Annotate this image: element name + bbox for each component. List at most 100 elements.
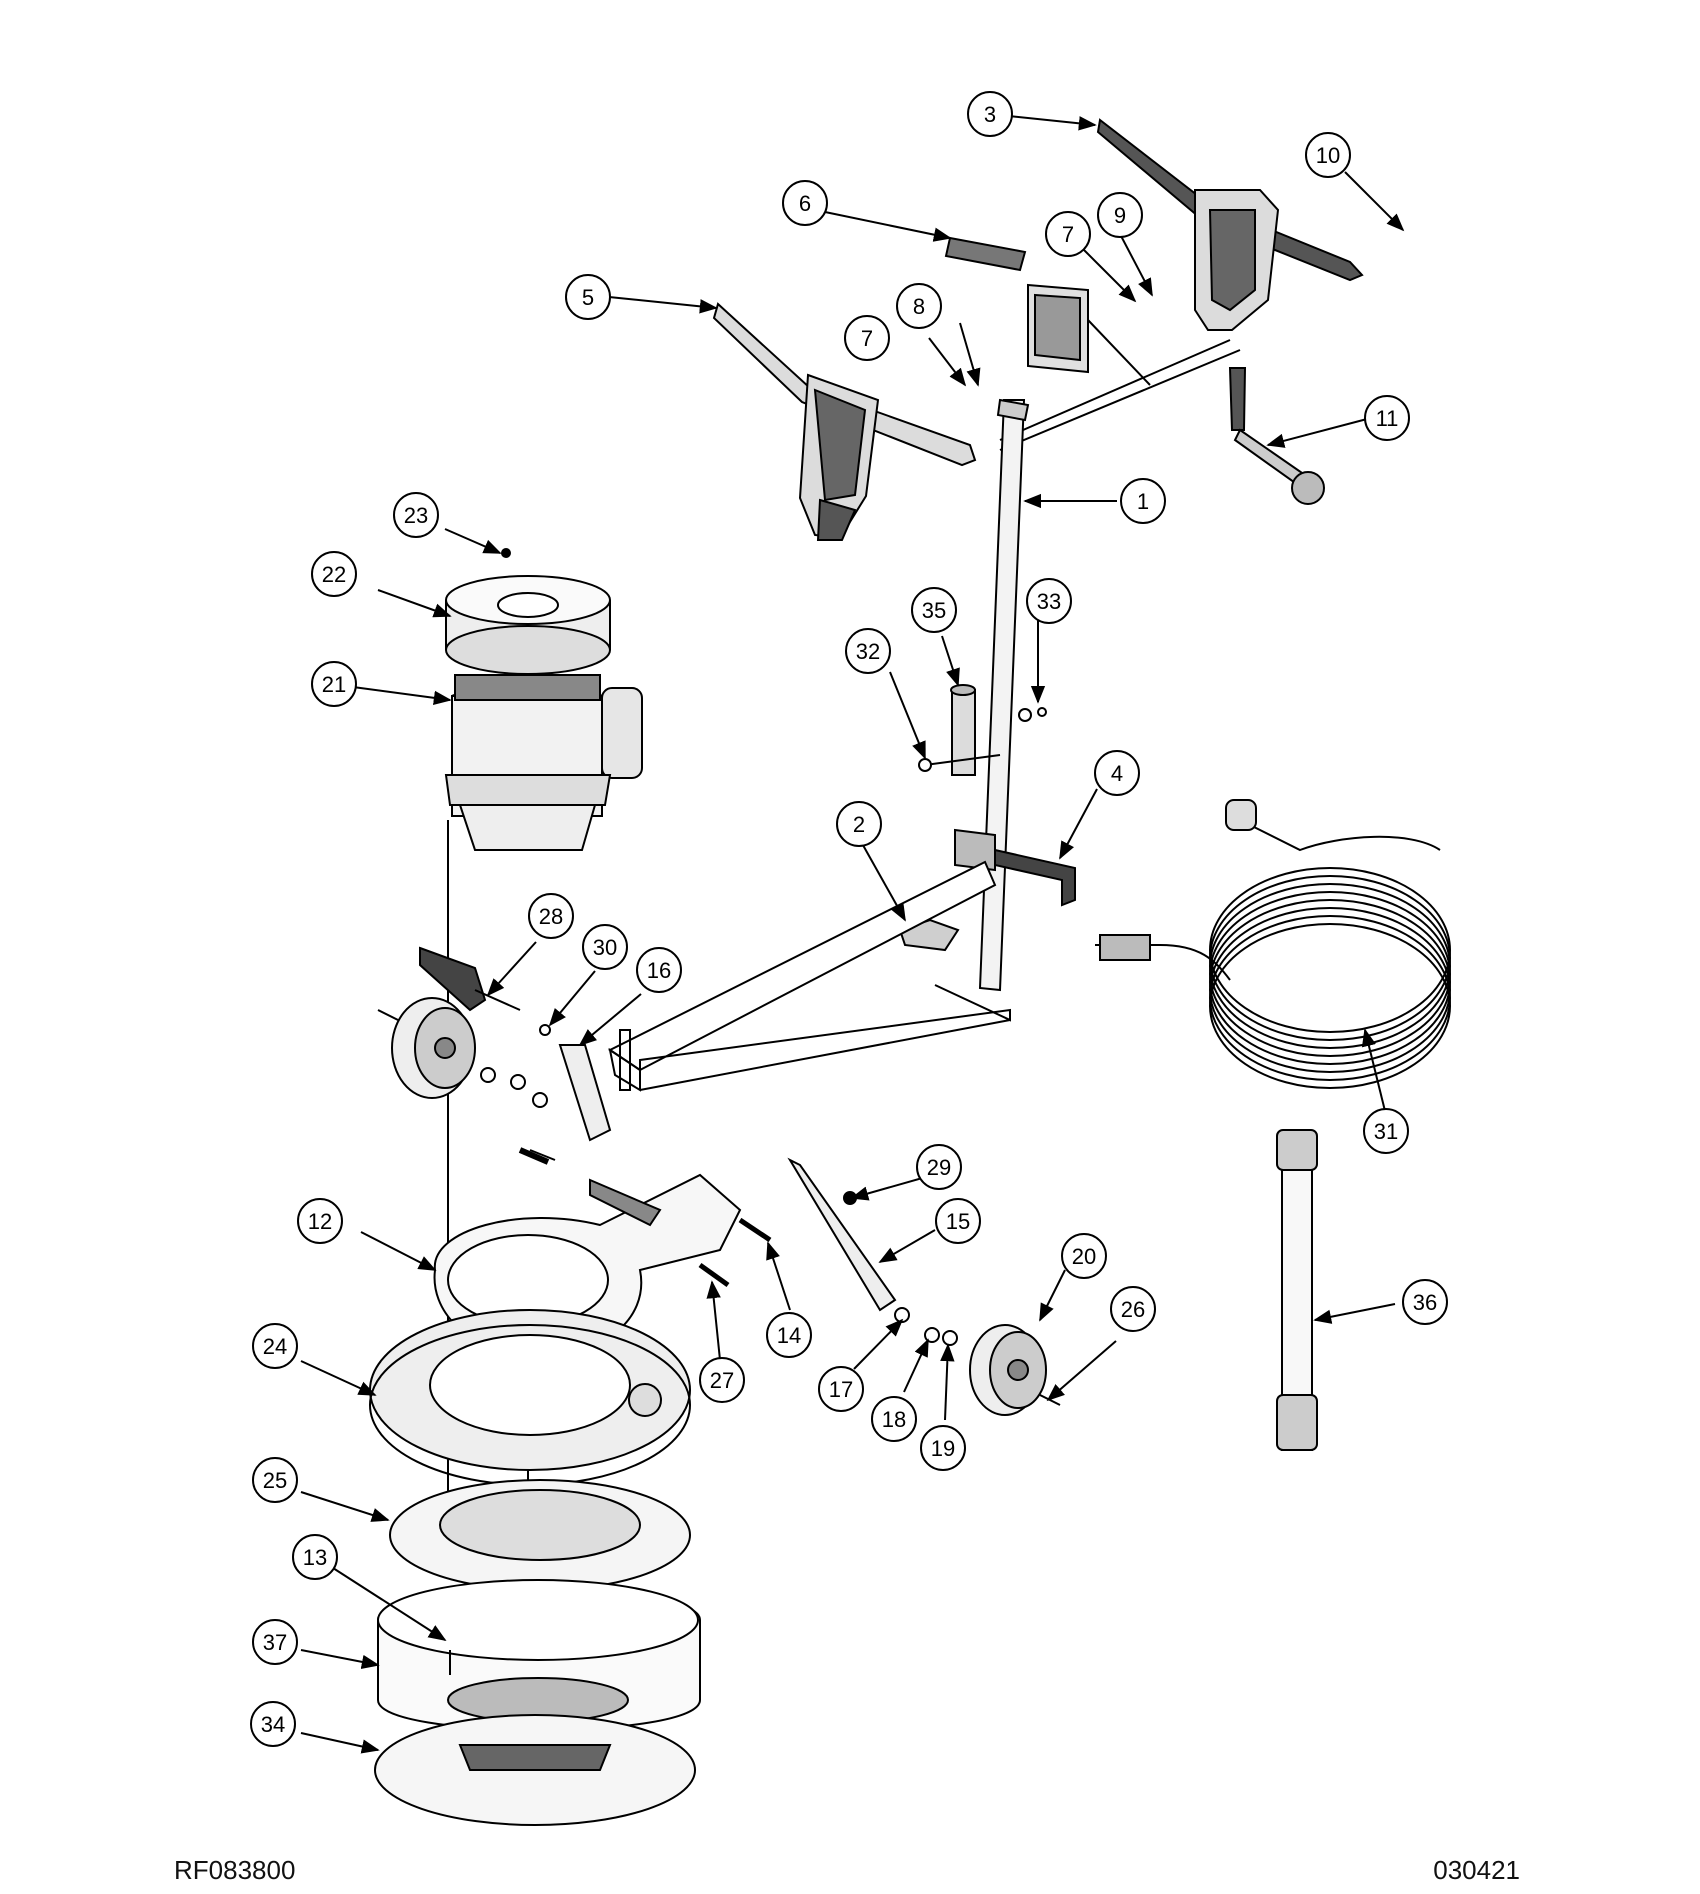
callout-circle	[844, 315, 890, 361]
clutch-plate-part	[389, 1479, 691, 1591]
callout-c14: 14	[766, 1312, 812, 1358]
callout-c2: 2	[836, 801, 882, 847]
latch-part	[419, 946, 521, 1012]
callout-circle	[250, 1701, 296, 1747]
callout-circle	[582, 924, 628, 970]
callout-circle	[1110, 1286, 1156, 1332]
callout-circle	[935, 1198, 981, 1244]
callout-circle	[920, 1425, 966, 1471]
callout-c20: 20	[1061, 1233, 1107, 1279]
callout-circle	[528, 893, 574, 939]
callout-c3: 3	[967, 91, 1013, 137]
callout-label: 30	[593, 935, 617, 960]
callout-label: 14	[777, 1323, 801, 1348]
callout-circle	[911, 587, 957, 633]
callout-label: 7	[1062, 222, 1074, 247]
callout-label: 11	[1376, 406, 1399, 431]
callout-label: 12	[308, 1209, 332, 1234]
motor-part	[444, 674, 643, 851]
callout-c27: 27	[699, 1357, 745, 1403]
callout-c1: 1	[1120, 478, 1166, 524]
link-arm-part	[558, 1044, 612, 1142]
callout-label: 10	[1316, 143, 1340, 168]
left-handle-part	[712, 302, 977, 541]
callout-label: 32	[856, 639, 880, 664]
callout-circle	[252, 1323, 298, 1369]
callout-circle	[967, 91, 1013, 137]
callout-label: 19	[931, 1436, 955, 1461]
right-handle-part	[1096, 118, 1364, 331]
callout-c37: 37	[252, 1619, 298, 1665]
callout-c8: 8	[896, 283, 942, 329]
callout-label: 3	[984, 102, 996, 127]
revision-date: 030421	[1433, 1855, 1520, 1885]
callout-circle	[1120, 478, 1166, 524]
callout-c23: 23	[393, 492, 439, 538]
callout-label: 29	[927, 1155, 951, 1180]
callout-label: 25	[263, 1468, 287, 1493]
callout-label: 8	[913, 294, 925, 319]
callout-label: 4	[1111, 761, 1123, 786]
callout-circle	[766, 1312, 812, 1358]
callout-c33: 33	[1026, 578, 1072, 624]
callout-circle	[845, 628, 891, 674]
callout-circle	[1305, 132, 1351, 178]
lever-bracket-part	[954, 828, 1076, 907]
callout-c36: 36	[1402, 1279, 1448, 1325]
callout-c6: 6	[782, 180, 828, 226]
callout-circle	[1363, 1108, 1409, 1154]
callout-label: 28	[539, 904, 563, 929]
callout-c4: 4	[1094, 750, 1140, 796]
callout-c25: 25	[252, 1457, 298, 1503]
callout-label: 27	[710, 1368, 734, 1393]
callout-c30: 30	[582, 924, 628, 970]
callout-c9: 9	[1097, 192, 1143, 238]
callout-circle	[818, 1366, 864, 1412]
brush-part	[374, 1714, 696, 1826]
callout-label: 23	[404, 503, 428, 528]
callout-label: 22	[322, 562, 346, 587]
callout-c13: 13	[292, 1534, 338, 1580]
callout-c32: 32	[845, 628, 891, 674]
callout-c22: 22	[311, 551, 357, 597]
switch-box-part	[1027, 283, 1151, 386]
callout-circle	[1061, 1233, 1107, 1279]
callout-label: 20	[1072, 1244, 1096, 1269]
callout-c29: 29	[916, 1144, 962, 1190]
right-link-arm-part	[787, 1157, 897, 1312]
cap-screw-part	[501, 548, 511, 558]
motor-cap-part	[445, 575, 611, 675]
callout-label: 5	[582, 285, 594, 310]
callout-c16: 16	[636, 947, 682, 993]
callout-circle	[782, 180, 828, 226]
callout-c21: 21	[311, 661, 357, 707]
callout-label: 15	[946, 1209, 970, 1234]
callout-circle	[565, 274, 611, 320]
callout-label: 36	[1413, 1290, 1437, 1315]
callout-circle	[1094, 750, 1140, 796]
callout-circle	[916, 1144, 962, 1190]
callout-label: 35	[922, 598, 946, 623]
upright-tube-part	[978, 398, 1030, 992]
callout-c17: 17	[818, 1366, 864, 1412]
leader-lines	[300, 115, 1405, 1754]
callout-label: 1	[1137, 489, 1149, 514]
right-wheel-part	[894, 1307, 1061, 1416]
callout-circle	[1402, 1279, 1448, 1325]
callout-label: 31	[1374, 1119, 1398, 1144]
callout-c7b: 7	[844, 315, 890, 361]
drawing-number: RF083800	[174, 1855, 296, 1885]
callout-c28: 28	[528, 893, 574, 939]
callout-label: 33	[1037, 589, 1061, 614]
callout-circle	[1045, 211, 1091, 257]
callout-label: 16	[647, 958, 671, 983]
callout-circle	[252, 1457, 298, 1503]
callout-circle	[297, 1198, 343, 1244]
left-wheel-part	[377, 997, 548, 1108]
callout-c26: 26	[1110, 1286, 1156, 1332]
axle-part	[738, 1217, 772, 1243]
drive-ring-part	[369, 1309, 691, 1486]
collar-part	[918, 684, 1047, 776]
callout-c18: 18	[871, 1396, 917, 1442]
callout-c7a: 7	[1045, 211, 1091, 257]
